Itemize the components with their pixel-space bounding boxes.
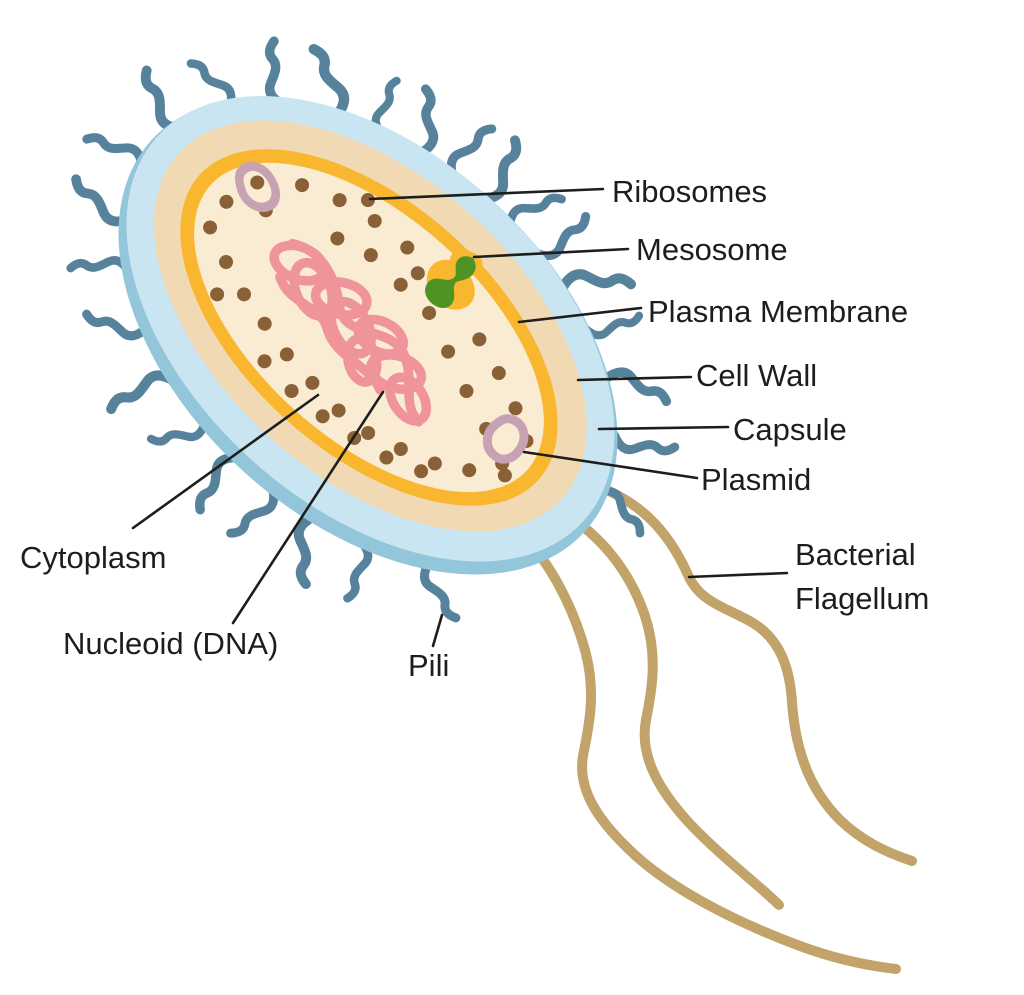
ribosome-dot (462, 463, 477, 478)
ribosome-dot (414, 464, 429, 479)
label-cytoplasm: Cytoplasm (20, 540, 167, 575)
mesosome-shape (425, 249, 483, 310)
ribosome-dot (441, 344, 456, 359)
ribosome-dot (363, 248, 378, 263)
ribosome-dot (400, 240, 415, 255)
label-pili: Pili (408, 648, 450, 683)
ribosome-dot (305, 375, 320, 390)
ribosome-dot (379, 450, 394, 465)
label-mesosome: Mesosome (636, 232, 788, 267)
label-line-nucleoid (231, 390, 385, 625)
ribosome-dot (257, 354, 272, 369)
ribosome-dot (219, 194, 234, 209)
nucleoid-strand (287, 238, 424, 427)
ribosome-dot (360, 193, 375, 208)
flagellum (580, 477, 917, 866)
label-bacterial-flagellum: Bacterial Flagellum (795, 533, 929, 621)
label-line-capsule (597, 425, 730, 431)
label-line-cytoplasm (131, 393, 320, 530)
ribosome-dot (284, 383, 299, 398)
ribosome-dot (315, 409, 330, 424)
nucleoid-strand (275, 272, 385, 395)
ribosome-dot (393, 441, 408, 456)
ribosome-dot (497, 468, 512, 483)
ribosome-dot (422, 305, 437, 320)
pilus (612, 425, 675, 466)
label-line-pili (431, 613, 444, 648)
label-line-mesosome (472, 247, 630, 259)
ribosome-dot (361, 425, 376, 440)
ribosome-dot (367, 213, 382, 228)
nucleoid-shape (269, 238, 432, 427)
ribosome-dot (410, 266, 425, 281)
ribosome-dot (203, 220, 218, 235)
ribosome-dot (219, 255, 234, 270)
label-nucleoid: Nucleoid (DNA) (63, 626, 279, 661)
label-ribosomes: Ribosomes (612, 174, 768, 209)
label-plasma-membrane: Plasma Membrane (648, 294, 909, 329)
ribosome-dot (279, 347, 294, 362)
label-plasmid: Plasmid (701, 462, 812, 497)
ribosome-dot (332, 193, 347, 208)
ribosome-dot (491, 366, 506, 381)
flagella-group (515, 477, 917, 974)
bacterium-body (0, 0, 780, 739)
ribosome-dot (295, 178, 310, 193)
ribosome-dot (508, 401, 523, 416)
label-bacterial-flagellum-line1: Bacterial (795, 537, 916, 572)
plasmid-ring (482, 414, 529, 464)
label-lines (131, 187, 789, 648)
label-line-plasma-membrane (517, 306, 643, 324)
label-bacterial-flagellum-line2: Flagellum (795, 581, 930, 616)
ribosome-dot (237, 287, 252, 302)
flagellum (515, 527, 901, 974)
plasmid-ring (234, 161, 281, 212)
ribosome-dot (472, 332, 487, 347)
ribosome-dot (250, 175, 265, 190)
label-cell-wall: Cell Wall (696, 358, 818, 393)
ribosome-dot (427, 456, 442, 471)
mesosome-body (425, 256, 476, 308)
label-capsule: Capsule (733, 412, 847, 447)
ribosome-dot (459, 384, 474, 399)
pilus (585, 316, 640, 336)
label-line-plasmid (522, 450, 699, 480)
label-line-ribosomes (368, 187, 605, 201)
label-line-cell-wall (576, 375, 693, 382)
ribosome-dot (210, 287, 225, 302)
flagellum (547, 500, 784, 910)
ribosome-dot (330, 231, 345, 246)
ribosome-dot (393, 277, 408, 292)
ribosome-dot (257, 316, 272, 331)
pilus (604, 370, 670, 402)
ribosome-dot (331, 403, 346, 418)
label-line-bacterial-flagellum (687, 571, 789, 579)
ribosomes-group (203, 175, 534, 483)
